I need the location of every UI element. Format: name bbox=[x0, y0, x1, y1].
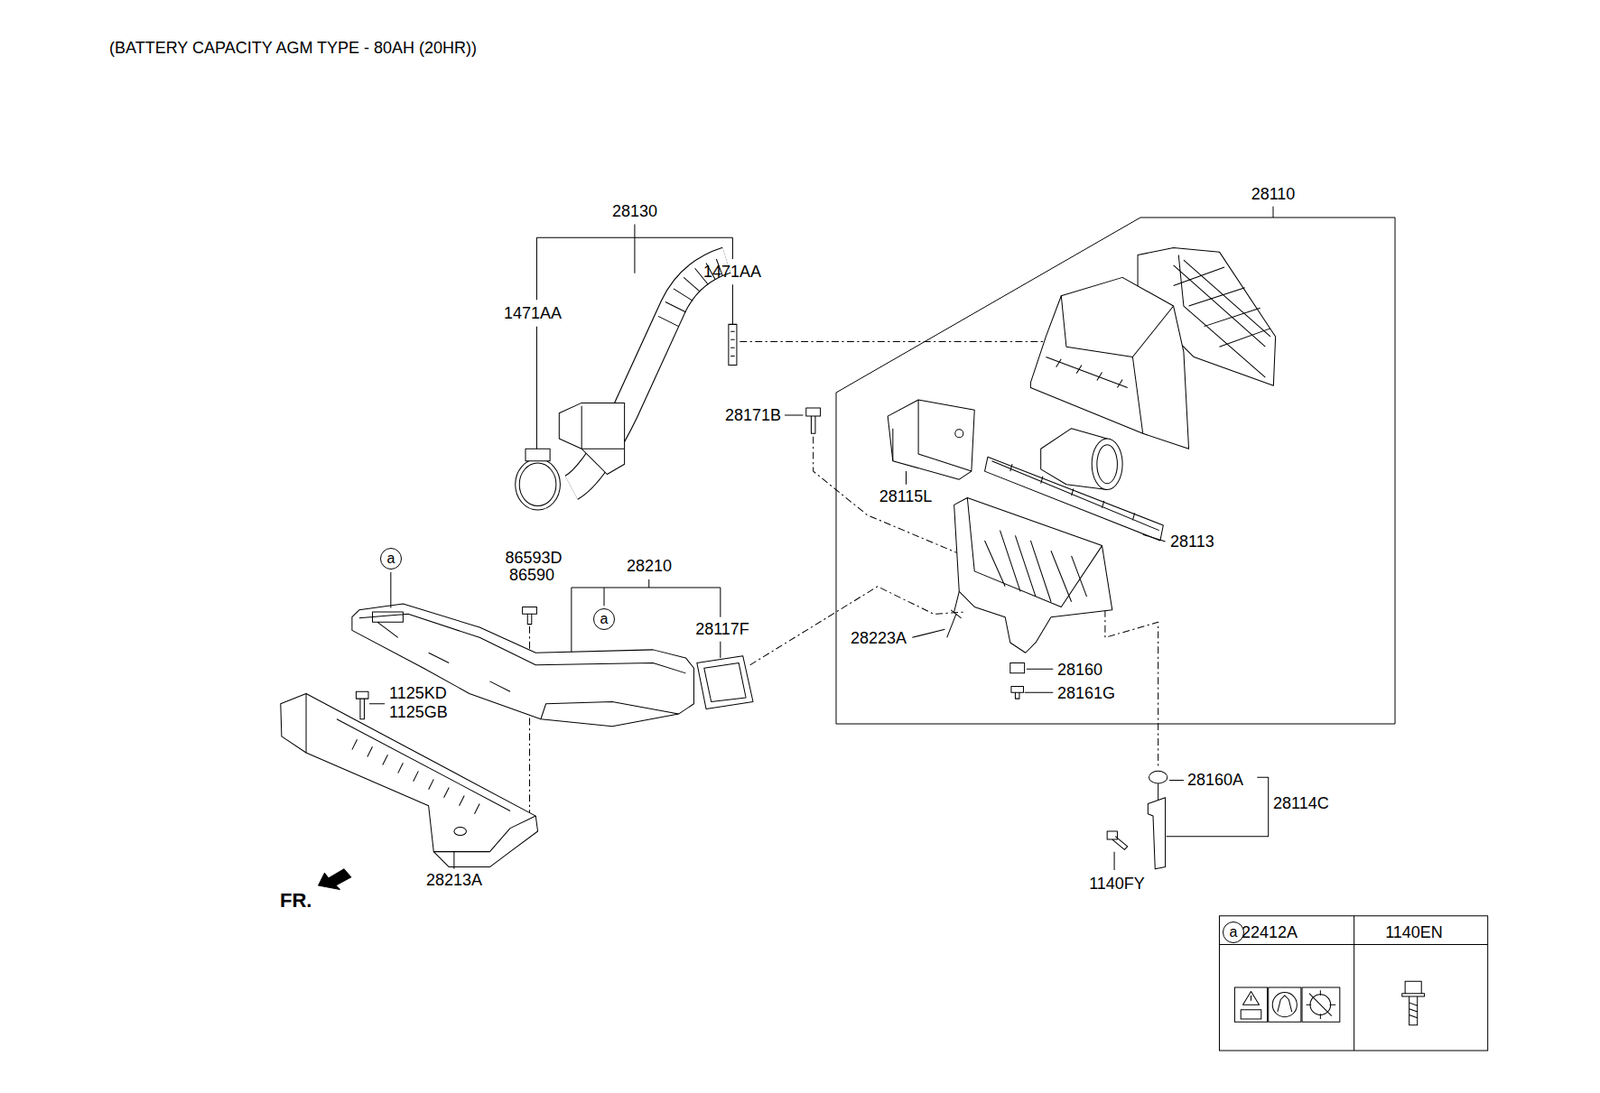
icon-detail bbox=[1240, 991, 1262, 1020]
mount-bracket bbox=[1147, 798, 1165, 870]
reference-letter: a bbox=[1229, 924, 1238, 941]
gasket-inner bbox=[704, 663, 746, 703]
icon-detail bbox=[1277, 995, 1293, 1013]
assembly-number: 28110 bbox=[1251, 185, 1296, 205]
cover-detail bbox=[893, 400, 972, 472]
part-number: 28160A bbox=[1187, 771, 1244, 791]
warning-icon bbox=[1268, 987, 1302, 1023]
leader-line bbox=[369, 415, 1184, 871]
part-number: 1125KD bbox=[389, 684, 447, 704]
assembly-region: 28110 bbox=[836, 185, 1396, 726]
housing-ribs bbox=[954, 497, 1103, 613]
cover-detail bbox=[1045, 296, 1173, 435]
part-number: 1471AA bbox=[503, 304, 562, 324]
bracket-detail bbox=[306, 693, 536, 852]
reference-letter: a bbox=[387, 550, 396, 568]
part-number: 1471AA bbox=[703, 262, 762, 282]
assembly-line bbox=[530, 342, 1159, 822]
resonator-end bbox=[1097, 445, 1118, 484]
bolt-icon bbox=[1402, 981, 1425, 1026]
drawing-group bbox=[280, 224, 1489, 1052]
lower-housing bbox=[954, 497, 1113, 653]
part-number: 28160 bbox=[1057, 660, 1103, 680]
part-number: 86590 bbox=[509, 566, 555, 586]
direction-label: FR. bbox=[279, 889, 312, 912]
bolt bbox=[1106, 831, 1128, 850]
bolt bbox=[355, 691, 369, 720]
outlet-mesh bbox=[1173, 255, 1271, 379]
icon-detail bbox=[1306, 990, 1337, 1020]
leader-line bbox=[1273, 206, 1275, 218]
collar bbox=[1011, 687, 1024, 700]
clamp-detail bbox=[730, 331, 735, 356]
hose-detail bbox=[581, 406, 624, 449]
hose-clamp bbox=[728, 324, 737, 365]
grommet bbox=[1010, 663, 1025, 674]
cover-28115L bbox=[887, 400, 975, 480]
front-arrow bbox=[318, 869, 352, 891]
grommet bbox=[1148, 771, 1167, 784]
part-number: 22412A bbox=[1241, 923, 1298, 943]
clamp-screw bbox=[525, 448, 550, 462]
part-number: 28213A bbox=[426, 871, 483, 891]
resonator-end bbox=[1091, 438, 1123, 491]
hose-clamp bbox=[519, 463, 557, 506]
part-number: 86593D bbox=[504, 548, 562, 568]
gasket bbox=[697, 656, 754, 710]
part-number: 28130 bbox=[612, 202, 658, 222]
air-duct bbox=[352, 604, 695, 727]
screw bbox=[947, 610, 962, 639]
part-number: 1125GB bbox=[389, 703, 448, 723]
region-outline-layer bbox=[836, 185, 1396, 726]
part-number: 28161G bbox=[1057, 684, 1116, 704]
cover-knob bbox=[955, 429, 964, 438]
clip bbox=[522, 606, 538, 624]
warning-icon bbox=[1302, 987, 1340, 1023]
reference-circle: a bbox=[593, 608, 615, 631]
stud bbox=[1157, 783, 1159, 801]
reference-letter: a bbox=[600, 611, 609, 628]
part-number: 28223A bbox=[850, 629, 907, 649]
part-number: 28113 bbox=[1170, 532, 1215, 552]
table-grid bbox=[1218, 916, 1488, 1052]
upper-cover bbox=[1030, 277, 1189, 449]
part-number: 28171B bbox=[725, 406, 782, 426]
table-border bbox=[1218, 916, 1488, 1052]
region-outline bbox=[836, 217, 1396, 725]
hose-resonator bbox=[558, 402, 624, 475]
duct-bracket bbox=[280, 693, 539, 867]
bolt bbox=[806, 408, 821, 434]
part-number: 1140EN bbox=[1385, 923, 1443, 943]
warning-icon bbox=[1234, 987, 1267, 1023]
hose-clamp bbox=[515, 459, 561, 512]
part-number: 1140FY bbox=[1088, 874, 1145, 894]
reference-circle: a bbox=[380, 548, 402, 570]
part-number: 28115L bbox=[879, 487, 933, 507]
icon-detail bbox=[1272, 993, 1297, 1018]
part-number: 28117F bbox=[695, 620, 750, 640]
part-number: 28114C bbox=[1273, 794, 1330, 814]
part-number: 28210 bbox=[626, 557, 672, 577]
reference-circle: a bbox=[1222, 921, 1245, 944]
diagram-title: (BATTERY CAPACITY AGM TYPE - 80AH (20HR)… bbox=[109, 38, 477, 58]
